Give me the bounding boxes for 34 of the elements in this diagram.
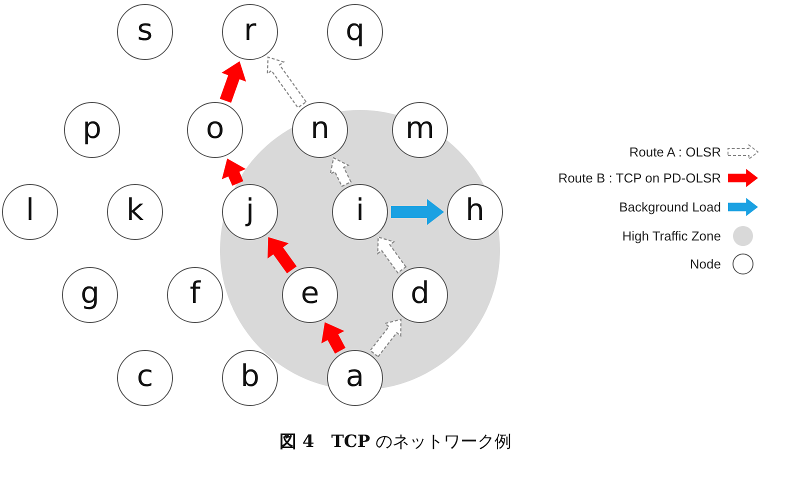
thick-arrow [220, 61, 246, 103]
node-label: o [206, 114, 224, 144]
thick-arrow [268, 237, 297, 274]
node-label: r [244, 16, 256, 46]
dashed-arrow [329, 157, 352, 188]
figure-caption: 図 4 TCP のネットワーク例 [279, 431, 512, 453]
dashed-arrow [369, 318, 402, 358]
legend-label: High Traffic Zone [622, 228, 721, 244]
node-label: p [82, 114, 102, 144]
thick-arrow [222, 158, 246, 186]
node-label: f [190, 278, 200, 308]
node-label: i [356, 196, 364, 226]
node-label: h [465, 196, 484, 226]
legend-label: Route B : TCP on PD-OLSR [558, 170, 721, 186]
legend-label: Route A : OLSR [629, 144, 721, 160]
node-label: k [126, 196, 144, 226]
thick-arrow [391, 199, 444, 225]
dashed-arrow [266, 56, 307, 109]
node-label: d [410, 278, 430, 308]
thick-arrow [321, 322, 346, 354]
node-label: q [345, 16, 365, 46]
legend-label: Background Load [619, 200, 721, 214]
node-label: e [300, 278, 320, 308]
dashed-arrow [377, 236, 407, 274]
node-label: s [137, 16, 153, 46]
node-label: j [246, 196, 254, 226]
node-label: c [136, 362, 154, 392]
legend-label: Node [690, 256, 721, 272]
node-label: a [346, 362, 364, 392]
node-label: l [26, 196, 34, 226]
node-label: b [240, 362, 260, 392]
node-label: g [80, 278, 100, 308]
node-label: m [405, 114, 435, 144]
node-label: n [310, 114, 330, 144]
